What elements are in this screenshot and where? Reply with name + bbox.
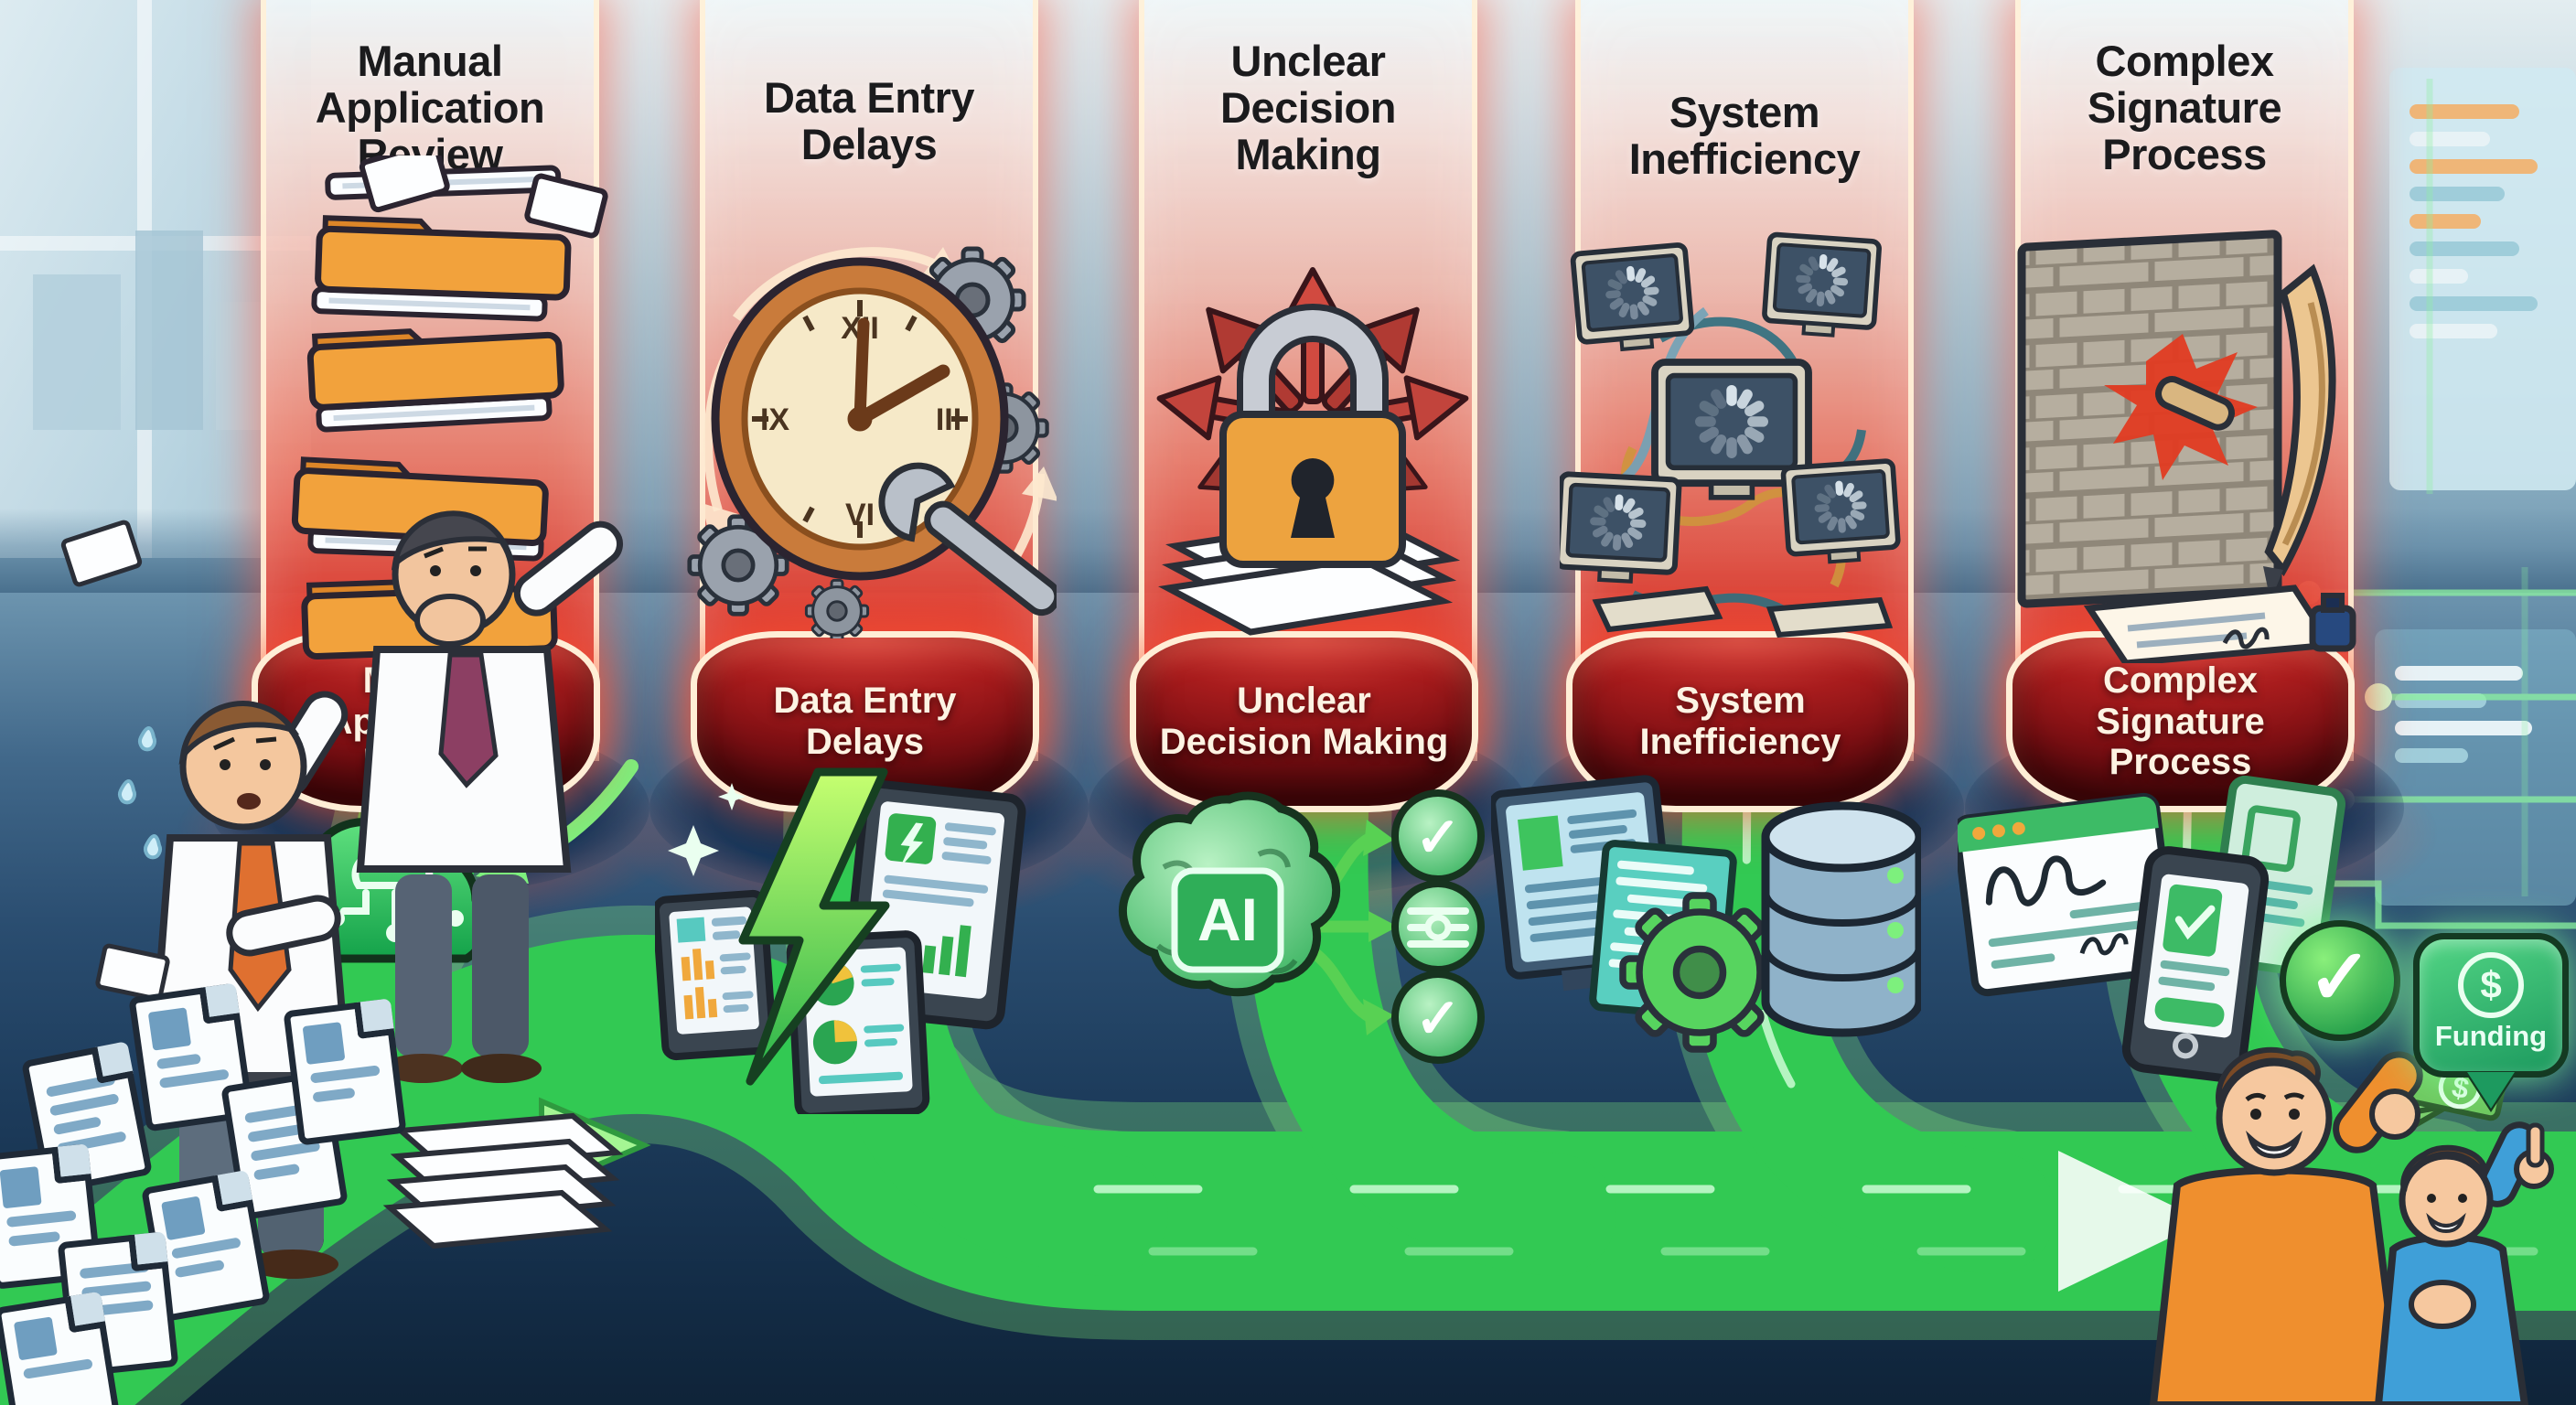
flow-arrow-icon (2058, 1151, 2205, 1292)
svg-text:✓: ✓ (1415, 807, 1461, 868)
funding-bubble-tail (2467, 1072, 2515, 1109)
decision-automation-icon (1391, 880, 1485, 973)
worker-behind (356, 510, 624, 1083)
folder-stack-icon (256, 156, 608, 668)
problem-header: Unclear Decision Making (1220, 37, 1396, 178)
happy-man (2149, 1046, 2423, 1405)
decision-check-icon: ✓ (1391, 971, 1485, 1064)
sweat-drops (118, 726, 162, 860)
lightning-tablets-icon (655, 767, 1026, 1114)
gear-database-screens-icon (1491, 775, 1921, 1084)
quill-nib-icon (2263, 566, 2283, 601)
funding-label: Funding (2434, 1020, 2548, 1052)
funnel-label: System Inefficiency (1639, 681, 1841, 762)
success-check-icon: ✓ (2280, 920, 2400, 1041)
signature-squiggle (1985, 855, 2107, 906)
automation-gear-icon (1623, 896, 1776, 1049)
clock-wrench-gears-icon: XII III VI IX (682, 209, 1057, 638)
ai-chip-label: AI (1197, 885, 1258, 953)
lightning-bolt-icon (738, 767, 890, 1086)
funding-badge: $ Funding (2413, 933, 2569, 1109)
database-icon (1761, 801, 1921, 1037)
city-silhouette (33, 274, 121, 430)
funnel-label: Unclear Decision Making (1159, 681, 1449, 762)
funnel-label: Complex Signature Process (2096, 660, 2265, 783)
clock-numeral: IX (760, 402, 789, 437)
paper-pile (382, 1112, 624, 1249)
ink-bottle-icon (2309, 593, 2356, 652)
padlock-scattered-arrows-icon (1139, 206, 1487, 636)
loading-monitors-icon (1560, 229, 1926, 638)
happy-kid (2374, 1121, 2554, 1405)
funnel-drum: Unclear Decision Making (1130, 631, 1478, 812)
clock-numeral: VI (845, 498, 875, 532)
document-icon (283, 998, 407, 1146)
phone-signature-icon (2121, 846, 2270, 1082)
problem-header: Complex Signature Process (2087, 37, 2282, 178)
decision-check-icon: ✓ (1391, 789, 1485, 883)
code-screen-panel (2389, 68, 2576, 490)
flying-paper (60, 520, 170, 1002)
ai-brain-icon: AI (1118, 791, 1341, 997)
problem-header: System Inefficiency (1628, 88, 1861, 183)
ai-brain-decision-icon: AI ✓ ✓ (1118, 789, 1485, 1064)
svg-text:✓: ✓ (1415, 988, 1461, 1049)
funnel-label: Data Entry Delays (773, 681, 957, 762)
problem-header: Data Entry Delays (763, 73, 975, 168)
dollar-coin-icon: $ (2458, 952, 2524, 1018)
city-silhouette (135, 231, 203, 430)
clock-numeral: III (936, 402, 961, 437)
brick-wall-broken-quill-icon (2017, 230, 2356, 663)
e-signature-devices-icon (1958, 776, 2346, 1082)
